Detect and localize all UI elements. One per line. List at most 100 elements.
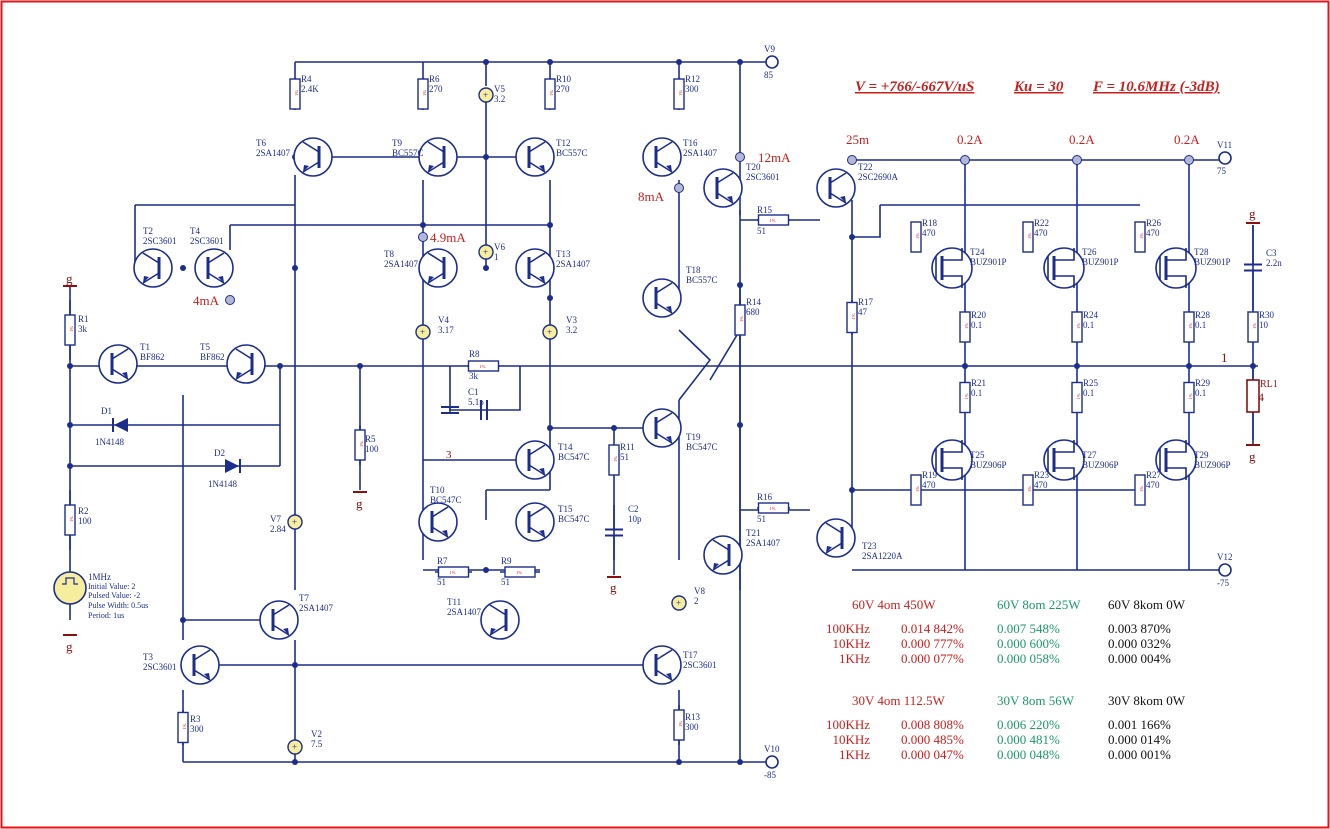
mosfet-drain [1054,440,1075,453]
dc-source-polarity: + [292,742,297,752]
transistor-collector [111,348,129,360]
thd-header: 30V 8om 56W [997,693,1075,708]
transistor-ref: T12 [556,138,571,148]
mosfet-t29 [1155,439,1197,481]
probe-pin [1184,155,1194,165]
transistor-arrow [428,165,434,172]
transistor-ref: T16 [683,138,698,148]
transistor-emitter [142,272,160,284]
junction-dot [737,422,743,428]
junction-dot [849,234,855,240]
supply-value: 85 [764,70,774,80]
transistor-collector [655,282,673,294]
operating-current: 0.2A [1174,132,1200,147]
resistor-r25 [1071,381,1083,414]
transistor-t13 [515,248,555,288]
resistor-r11 [608,444,620,476]
junction-dot [483,265,489,271]
resistor-value: 470 [1034,480,1048,490]
resistor-value: 51 [501,577,510,587]
transistor-emitter [528,161,546,173]
junction-dot [483,59,489,65]
resistor-r8 [467,360,500,372]
dc-source-value: 3.2 [566,325,577,335]
dc-source-value: 1 [494,252,499,262]
resistor-tolerance: 1% [422,90,427,96]
node-3-label: 3 [446,449,452,461]
resistor-value: 51 [757,226,766,236]
resistor-ref: R29 [1195,378,1211,388]
transistor-arrow [727,196,733,203]
ground-label: g [66,271,73,286]
resistor-r17 [846,301,858,334]
transistor-part: 2SA1407 [556,259,591,269]
transistor-body [98,344,138,384]
mosfet-ref: T24 [970,247,985,257]
transistor-arrow [539,165,545,172]
load-value: 4 [1258,390,1264,404]
resistor-r15 [757,214,790,226]
resistor-r16 [757,502,790,514]
transistor-emitter [207,272,225,284]
transistor-part: 2SA1407 [256,148,291,158]
transistor-emitter [489,624,507,636]
junction-dot [611,425,617,431]
transistor-part: 2SC3601 [746,172,780,182]
thd-frequency: 1KHz [839,747,870,762]
probe-pin [225,295,235,305]
resistor-tolerance: 1% [1027,233,1032,239]
supply-value: -85 [764,770,776,780]
junction-dot [420,222,426,228]
resistor-tolerance: 1% [1188,393,1193,399]
transistor-t18 [642,278,682,318]
resistor-tolerance: 1% [613,456,618,462]
transistor-collector [528,506,546,518]
transistor-part: 2SC2690A [858,172,899,182]
transistor-ref: T20 [746,162,761,172]
mosfet-drain [942,440,963,453]
thd-value: 0.000 014% [1108,732,1171,747]
resistor-value: 10 [1259,320,1269,330]
transistor-collector [528,444,546,456]
mosfet-ref: T25 [970,450,985,460]
probe-pin [960,155,970,165]
dc-source-value: 3.17 [438,325,454,335]
resistor-ref: R19 [922,470,938,480]
transistor-body [816,518,856,558]
transistor-body [703,535,743,575]
transistor-arrow [490,628,496,635]
transistor-ref: T2 [143,226,153,236]
output-node-label: 1 [1221,350,1228,365]
resistor-ref: R26 [1146,218,1162,228]
transistor-emitter [111,368,129,380]
transistor-t3 [180,645,220,685]
resistor-r24 [1071,311,1083,343]
transistor-ref: T21 [746,528,761,538]
junction-dot [67,363,73,369]
header-bandwidth: F = 10.6MHz (-3dB) [1092,79,1220,95]
junction-dot [676,759,682,765]
resistor-tolerance: 1% [1139,486,1144,492]
transistor-collector [489,604,507,616]
transistor-arrow [428,276,434,283]
diode-part: 1N4148 [208,479,237,489]
resistor-value: 0.1 [971,320,982,330]
resistor-value: 51 [437,577,446,587]
mosfet-part: BUZ906P [970,460,1007,470]
transistor-arrow [283,628,289,635]
transistor-ref: T11 [447,597,461,607]
transistor-ref: T10 [430,485,445,495]
junction-dot [292,265,298,271]
transistor-body [515,248,555,288]
transistor-body [418,137,458,177]
transistor-body [642,137,682,177]
resistor-ref: R22 [1034,218,1049,228]
transistor-arrow [666,436,672,443]
resistor-value: 470 [1146,480,1160,490]
components: 1%1%1%1%1%1%1%1%1%1%1%1%1%1%1%1%1%1%1%1%… [53,78,1262,755]
thd-value: 0.000 600% [997,636,1060,651]
transistor-arrow [143,276,149,283]
mosfet-drain [942,248,963,261]
resistor-tolerance: 1% [1252,323,1257,329]
